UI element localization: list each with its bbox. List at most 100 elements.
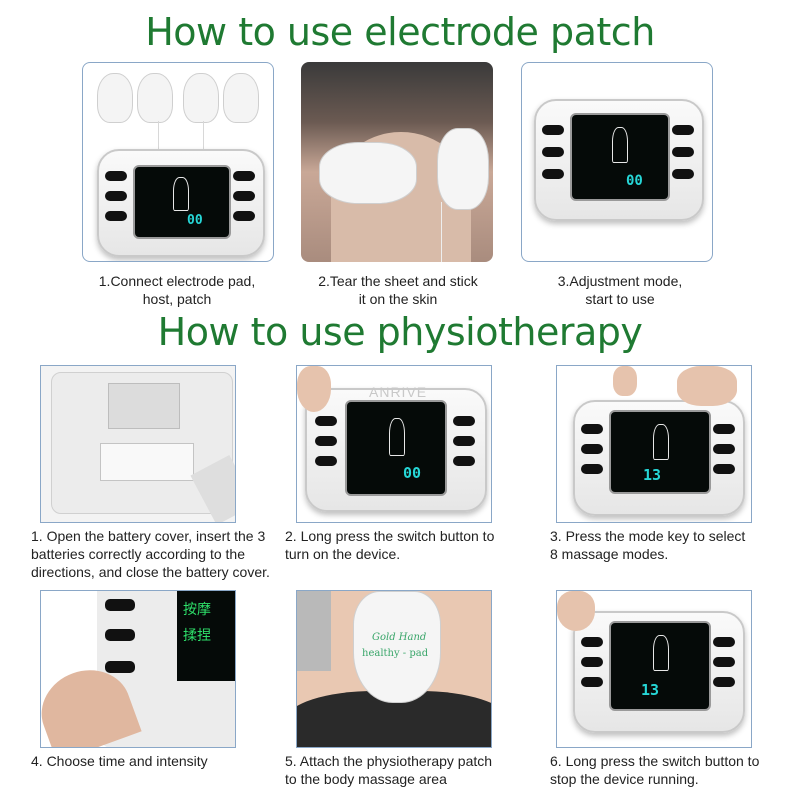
device-screen: 13 [609, 410, 711, 494]
photo-pad-on-neck [301, 62, 493, 262]
spec-label [100, 443, 194, 481]
photo-connect-pads: 00 [82, 62, 274, 262]
device-key [672, 125, 694, 135]
device-key [713, 637, 735, 647]
electrode-pad: Gold Hand healthy - pad [353, 591, 441, 703]
finger [557, 591, 595, 631]
electrode-pad-1 [97, 73, 133, 123]
photo-attach-patch: Gold Hand healthy - pad [296, 590, 492, 748]
device-key [233, 211, 255, 221]
finger [613, 366, 637, 396]
body-figure-icon [173, 177, 189, 211]
physio-step-4-caption: 4. Choose time and intensity [31, 752, 281, 770]
device-key [542, 169, 564, 179]
body-figure-icon [389, 418, 405, 456]
electrode-step-1-caption: 1.Connect electrode pad, host, patch [62, 272, 292, 308]
caption-line: batteries correctly according to the [31, 546, 245, 562]
device-key [672, 147, 694, 157]
electrode-pad-left [319, 142, 417, 204]
device-key [713, 464, 735, 474]
caption-line: 3.Adjustment mode, [557, 273, 683, 289]
caption-line: it on the skin [358, 291, 438, 307]
watermark: ANRIVE [369, 384, 428, 400]
device-key [713, 424, 735, 434]
physio-step-5-caption: 5. Attach the physiotherapy patch to the… [285, 752, 525, 788]
device-key [713, 444, 735, 454]
device-screen: 00 [570, 113, 670, 201]
caption-line: 3. Press the mode key to select [550, 528, 746, 544]
device-screen: 按摩 揉捏 [177, 591, 235, 681]
electrode-pad-4 [223, 73, 259, 123]
lead-wire [158, 121, 159, 161]
device-key [581, 424, 603, 434]
device-key [453, 436, 475, 446]
device-key [233, 171, 255, 181]
massager-device: 00 [305, 388, 487, 512]
battery-slot [108, 383, 180, 429]
lead-wire [441, 202, 442, 262]
physio-step-1-caption: 1. Open the battery cover, insert the 3 … [31, 527, 281, 581]
massager-device: 13 [573, 400, 745, 516]
device-key [315, 456, 337, 466]
finger [677, 366, 737, 406]
device-digits: 13 [643, 466, 662, 484]
body-figure-icon [612, 127, 628, 163]
photo-time-intensity: 按摩 揉捏 [40, 590, 236, 748]
caption-line: to the body massage area [285, 771, 447, 787]
device-key [581, 464, 603, 474]
photo-battery-cover [40, 365, 236, 523]
photo-device-screen: 00 [521, 62, 713, 262]
massager-device: 13 [573, 611, 745, 733]
device-digits: 00 [626, 173, 643, 189]
battery-compartment [51, 372, 233, 514]
electrode-heading: How to use electrode patch [145, 10, 655, 54]
device-key [315, 436, 337, 446]
device-key [581, 637, 603, 647]
device-digits: 13 [641, 681, 660, 699]
electrode-pad-3 [183, 73, 219, 123]
caption-line: 4. Choose time and intensity [31, 753, 208, 769]
caption-line: 5. Attach the physiotherapy patch [285, 753, 493, 769]
caption-line: stop the device running. [550, 771, 699, 787]
device-digits: 00 [403, 464, 422, 482]
panel-chars: 揉捏 [183, 628, 211, 644]
device-key [453, 416, 475, 426]
device-key [453, 456, 475, 466]
body-figure-icon [653, 635, 669, 671]
massager-device: 00 [534, 99, 704, 221]
device-key [542, 147, 564, 157]
device-digits: 00 [187, 213, 203, 228]
electrode-step-2-caption: 2.Tear the sheet and stick it on the ski… [286, 272, 510, 308]
caption-line: host, patch [142, 291, 212, 307]
caption-line: 2. Long press the switch button to [285, 528, 495, 544]
photo-power-on: 00 ANRIVE [296, 365, 492, 523]
electrode-step-3-caption: 3.Adjustment mode, start to use [508, 272, 732, 308]
device-key [105, 661, 135, 673]
physiotherapy-heading: How to use physiotherapy [157, 310, 643, 354]
massager-device: 00 [97, 149, 265, 257]
caption-line: 2.Tear the sheet and stick [318, 273, 478, 289]
caption-line: 8 massage modes. [550, 546, 669, 562]
lead-wire [203, 121, 204, 161]
device-key [105, 211, 127, 221]
physio-step-2-caption: 2. Long press the switch button to turn … [285, 527, 525, 563]
device-screen: 00 [133, 165, 231, 239]
device-key [542, 125, 564, 135]
caption-line: 1.Connect electrode pad, [98, 273, 256, 289]
caption-line: turn on the device. [285, 546, 401, 562]
photo-power-off: 13 [556, 590, 752, 748]
caption-line: directions, and close the battery cover. [31, 564, 270, 580]
device-key [105, 191, 127, 201]
device-key [713, 677, 735, 687]
device-key [105, 629, 135, 641]
sleeve [297, 591, 331, 671]
device-key [581, 657, 603, 667]
photo-mode-select: 13 [556, 365, 752, 523]
finger [297, 366, 331, 412]
device-key [672, 169, 694, 179]
device-screen: 13 [609, 621, 711, 711]
electrode-pad-2 [137, 73, 173, 123]
device-key [105, 599, 135, 611]
pad-brand: Gold Hand [372, 632, 427, 643]
caption-line: 1. Open the battery cover, insert the 3 [31, 528, 266, 544]
